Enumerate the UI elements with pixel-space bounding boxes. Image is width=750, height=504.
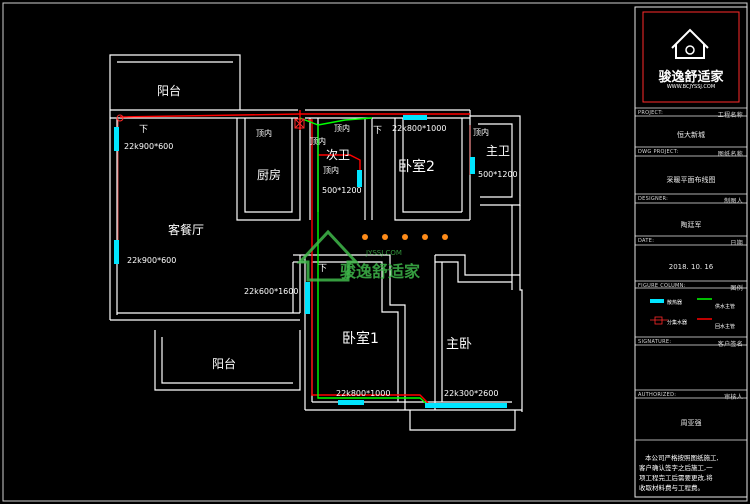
date-label: DATE: <box>638 238 655 244</box>
room-label-second-bath: 次卫 <box>326 148 351 162</box>
legend-supply: 供水主管 <box>715 304 736 310</box>
note-line: 项工程完工后需要更改,将 <box>639 474 713 482</box>
radiator-bedroom1 <box>338 400 364 405</box>
return-pipes <box>119 110 505 406</box>
pipe-label: 顶内 <box>310 137 326 146</box>
watermark-url: JYSSJ.COM <box>366 249 402 257</box>
radiator-label: 22k800*1000 <box>336 389 391 398</box>
figure-cn: 图例 <box>730 285 743 292</box>
thin-pipes <box>117 118 471 260</box>
radiator-bedroom2 <box>403 115 427 120</box>
signature-label: SIGNATURE: <box>638 339 672 345</box>
designer-cn: 制图人 <box>724 198 743 205</box>
pipe-label: 顶内 <box>334 124 350 133</box>
room-label-master-bedroom: 主卧 <box>446 337 473 352</box>
radiator-second-bath <box>357 170 362 187</box>
date-cn: 日期 <box>730 240 743 247</box>
dwg-label: DWG PROJECT: <box>638 149 679 155</box>
logo-text: 骏逸舒适家 <box>658 70 724 85</box>
watermark-logo <box>296 229 448 282</box>
project-value: 恒大新城 <box>677 131 705 139</box>
radiator-label: 22k800*1000 <box>392 124 447 133</box>
project-cn: 工程名称 <box>717 112 743 119</box>
room-label-balcony-top: 阳台 <box>157 84 182 98</box>
room-label-balcony-bottom: 阳台 <box>212 357 237 371</box>
manifold-valve <box>294 118 305 129</box>
project-label: PROJECT: <box>638 110 664 116</box>
radiator-label: 22k900*600 <box>124 142 174 151</box>
room-label-living-dining: 客餐厅 <box>168 223 205 237</box>
legend-symbols <box>650 298 712 325</box>
authorized-cn: 审核人 <box>724 394 743 401</box>
radiator-label: 22k300*2600 <box>444 389 499 398</box>
designer-label: DESIGNER: <box>638 196 669 202</box>
room-label-bedroom1: 卧室1 <box>342 331 379 347</box>
pipe-label: 顶内 <box>323 166 339 175</box>
figure-label: FIGURE COLUMN: <box>638 283 686 289</box>
room-label-kitchen: 厨房 <box>257 168 282 182</box>
pipe-label: 顶内 <box>256 129 272 138</box>
radiator-label: 22k900*600 <box>127 256 177 265</box>
radiator-label: 500*1200 <box>478 170 518 179</box>
legend-return: 回水主管 <box>715 324 736 330</box>
valve-marker <box>116 114 124 122</box>
date-value: 2018. 10. 16 <box>668 263 714 271</box>
title-block-frame <box>634 6 748 498</box>
note-line: 客户确认签字之后施工,一 <box>639 464 713 472</box>
radiator-master-bath <box>470 157 475 174</box>
legend-radiator: 散热器 <box>667 300 683 306</box>
authorized-label: AUTHORIZED: <box>638 392 677 398</box>
title-block-grid <box>635 107 747 441</box>
radiator-living-top <box>114 127 119 151</box>
company-logo <box>642 11 740 103</box>
title-block: 骏逸舒适家 WWW.BCJYSSJ.COM PROJECT: 工程名称 恒大新城… <box>635 7 747 497</box>
note-line: 收取材料费与工程费。 <box>639 484 704 492</box>
signature-cn: 客户签名 <box>717 341 743 348</box>
down-marker: 下 <box>373 126 383 136</box>
authorized-value: 周亚强 <box>680 419 702 427</box>
dwg-cn: 图纸名称 <box>717 151 743 158</box>
legend-valve: 分集水器 <box>667 320 688 326</box>
radiator-living-left <box>114 240 119 264</box>
radiator-master-bedroom <box>425 403 507 408</box>
down-marker: 下 <box>139 125 149 135</box>
radiators <box>114 115 507 408</box>
pipe-label: 顶内 <box>473 128 489 137</box>
radiator-label: 22k600*1600 <box>244 287 299 296</box>
logo-url: WWW.BCJYSSJ.COM <box>666 84 716 90</box>
designer-value: 陶廷军 <box>680 221 702 229</box>
watermark-brand: 骏逸舒适家 <box>340 262 421 281</box>
down-marker: 下 <box>318 264 328 274</box>
room-label-master-bath: 主卫 <box>486 144 511 158</box>
radiator-label: 500*1200 <box>322 186 362 195</box>
note-line: 本公司严格按照图纸施工, <box>645 454 719 462</box>
room-label-bedroom2: 卧室2 <box>398 159 435 175</box>
walls <box>109 54 523 431</box>
dwg-value: 采暖平面布线图 <box>666 176 716 184</box>
radiator-living-right <box>305 282 310 314</box>
